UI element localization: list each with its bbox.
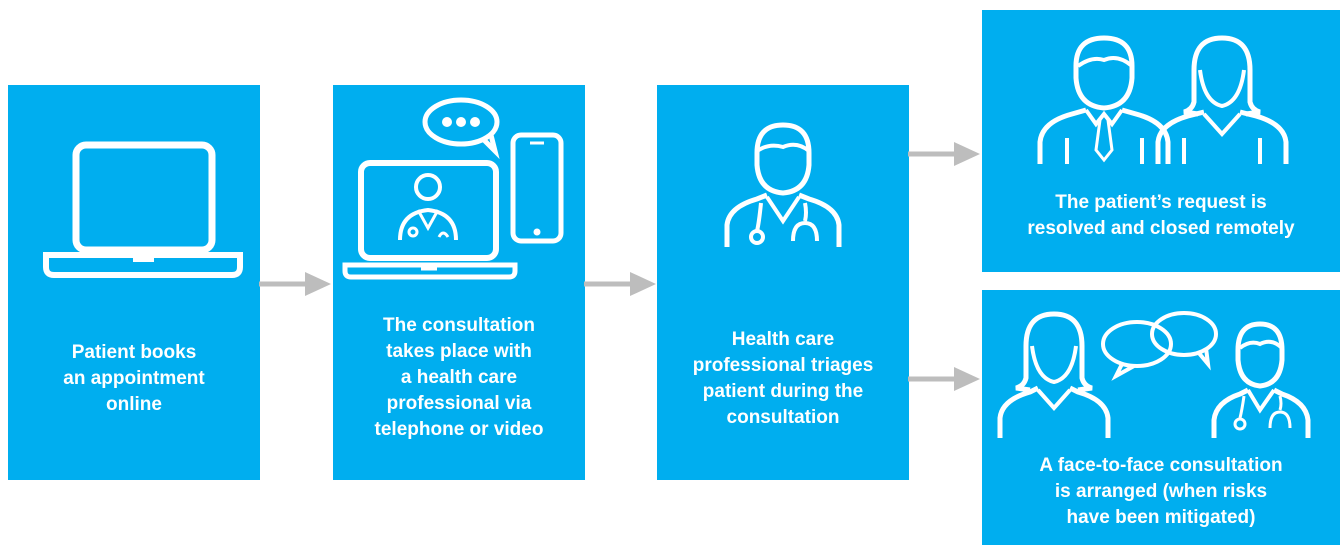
outcome-label-line: The patient’s request is (1055, 192, 1267, 213)
arrow-right-icon (259, 272, 331, 296)
man-icon (1040, 38, 1168, 164)
outcome-label-line: A face-to-face consultation (1039, 455, 1283, 476)
step-label-line: an appointment (63, 368, 205, 389)
woman-icon (1158, 38, 1286, 164)
outcome-resolved-remotely: The patient’s request is resolved and cl… (982, 10, 1340, 272)
laptop-icon (8, 85, 260, 285)
step-label-line: consultation (726, 407, 840, 428)
arrow-right-icon (908, 142, 980, 166)
step-label-line: The consultation (383, 315, 535, 336)
step-label-line: online (106, 394, 162, 415)
woman-icon (1000, 314, 1108, 438)
doctor-icon (1214, 324, 1308, 438)
outcome-label-line: resolved and closed remotely (1027, 218, 1295, 239)
step-label-line: Patient books (71, 342, 197, 363)
outcome-face-to-face: A face-to-face consultation is arranged … (982, 290, 1340, 545)
step-label-line: takes place with (386, 341, 532, 362)
step-label-line: professional via (386, 393, 532, 414)
outcome-label-line: is arranged (when risks (1054, 481, 1268, 502)
step-video-consultation: The consultation takes place with a heal… (333, 85, 585, 480)
step-triage: Health care professional triages patient… (657, 85, 909, 480)
speech-bubble-icon (425, 100, 497, 151)
speech-bubbles-icon (1103, 313, 1216, 376)
patients-icon (982, 10, 1340, 180)
arrow-right-icon (908, 367, 980, 391)
outcome-label-line: have been mitigated) (1066, 507, 1256, 528)
step-book-appointment: Patient books an appointment online (8, 85, 260, 480)
video-consultation-icon (333, 85, 585, 285)
face-to-face-icon (982, 290, 1340, 440)
arrow-right-icon (584, 272, 656, 296)
step-label-line: telephone or video (374, 419, 544, 440)
step-label-line: professional triages (692, 355, 874, 376)
doctor-icon (657, 85, 909, 285)
step-label-line: a health care (400, 367, 518, 388)
step-label-line: patient during the (702, 381, 864, 402)
step-label-line: Health care (731, 329, 835, 350)
